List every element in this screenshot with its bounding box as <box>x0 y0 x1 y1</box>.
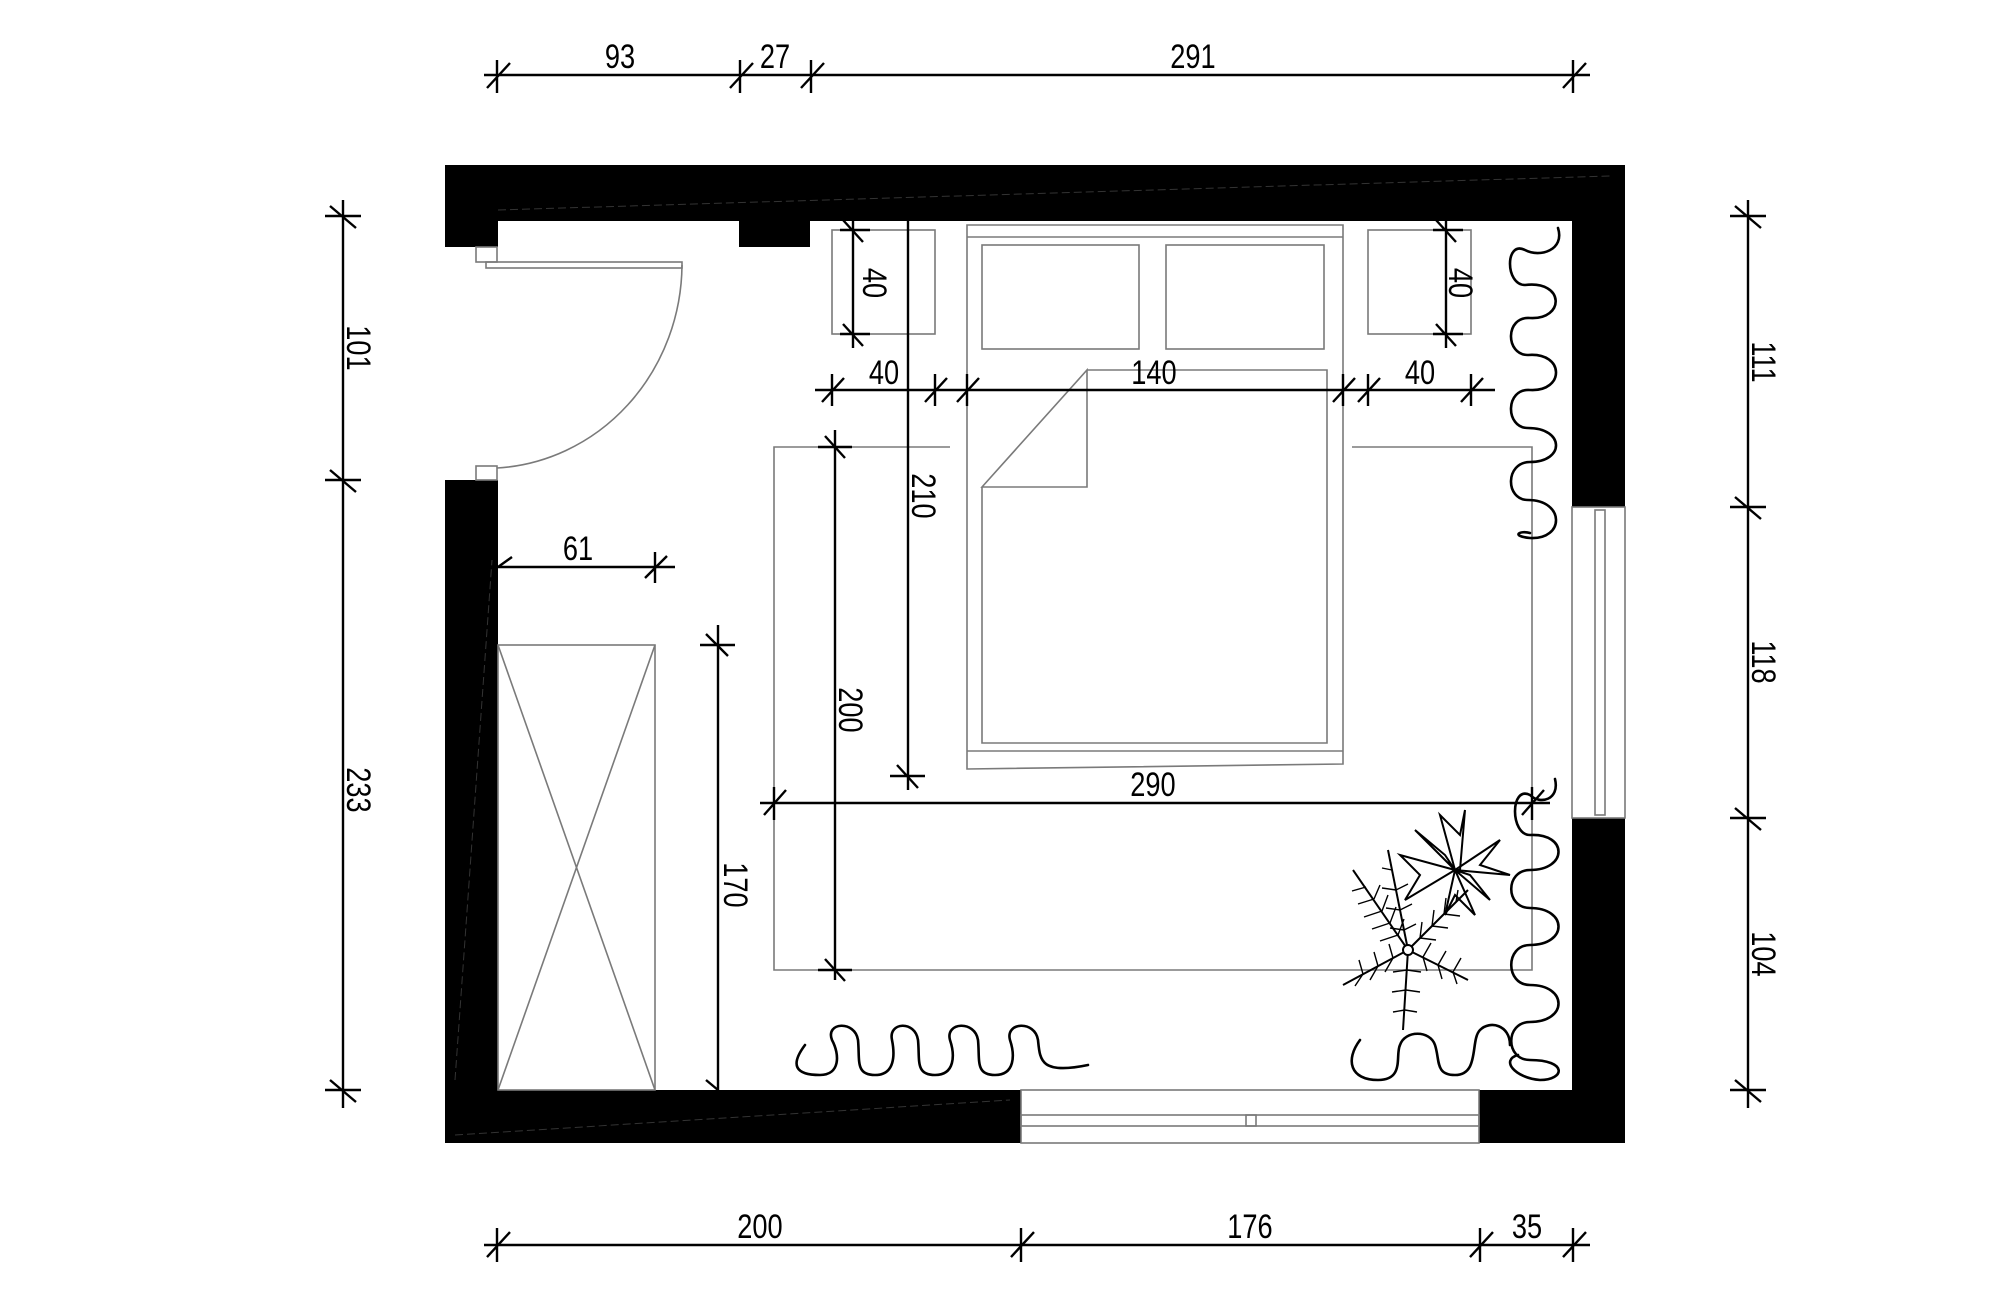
dim-wardrobe-length: 170 <box>716 862 754 908</box>
pillow-right <box>1165 244 1325 350</box>
dimension-lines <box>325 60 1766 1262</box>
dim-rug-width: 290 <box>1130 766 1176 804</box>
dim-rug-length: 200 <box>831 687 869 733</box>
rug <box>773 446 1533 971</box>
plant-spiky <box>1396 809 1511 916</box>
window-bottom <box>1020 1089 1480 1144</box>
nightstand-left <box>831 229 936 335</box>
dim-right-2: 118 <box>1744 640 1782 684</box>
plant-palm <box>1342 849 1469 1031</box>
dim-top-3: 291 <box>1170 38 1216 76</box>
dim-wardrobe-depth: 61 <box>562 530 594 568</box>
wall-right-upper <box>1572 165 1625 507</box>
door-jamb-bottom <box>475 465 498 481</box>
dim-nightstand-left-width: 40 <box>868 354 900 392</box>
ticks-top <box>486 60 1587 93</box>
wall-top-left-stub <box>445 221 498 247</box>
door-swing-arc <box>496 264 683 469</box>
wardrobe <box>497 644 656 1091</box>
curtain-bottom-right <box>1508 777 1560 1082</box>
wall-right-lower <box>1572 818 1625 1143</box>
dim-left-2: 233 <box>339 767 377 813</box>
door <box>475 246 683 481</box>
walls <box>445 165 1625 1143</box>
door-jamb-top <box>475 246 498 263</box>
dim-bottom-1: 200 <box>737 1208 783 1246</box>
dim-bottom-2: 176 <box>1227 1208 1273 1246</box>
duvet <box>981 369 1328 744</box>
curtain-bottom-left <box>795 1024 1090 1077</box>
dim-nightstand-right-depth: 40 <box>1441 267 1479 299</box>
dim-nightstand-right-width: 40 <box>1404 354 1436 392</box>
bed-frame <box>966 224 1344 770</box>
dim-right-1: 111 <box>1744 341 1782 383</box>
dim-bottom-3: 35 <box>1511 1208 1543 1246</box>
door-leaf <box>485 261 683 269</box>
dim-right-3: 104 <box>1744 931 1782 977</box>
wall-top-middle-stub <box>739 221 810 247</box>
window-right <box>1571 506 1626 819</box>
bed <box>966 224 1344 770</box>
curtain-top-right <box>1508 226 1561 540</box>
dim-left-1: 101 <box>339 325 377 371</box>
dim-bed-length: 210 <box>904 473 942 519</box>
dim-bed-width: 140 <box>1131 354 1177 392</box>
pillow-left <box>981 244 1140 350</box>
wall-top <box>445 165 1625 221</box>
dim-top-2: 27 <box>759 38 791 76</box>
dim-top-1: 93 <box>604 38 636 76</box>
curtain-bottom-corner <box>1350 1023 1512 1082</box>
wall-bottom-left <box>445 1090 1021 1143</box>
dim-nightstand-left-depth: 40 <box>855 267 893 299</box>
wall-left <box>445 480 498 1143</box>
nightstand-right <box>1367 229 1472 335</box>
duvet-fold <box>980 367 1088 488</box>
